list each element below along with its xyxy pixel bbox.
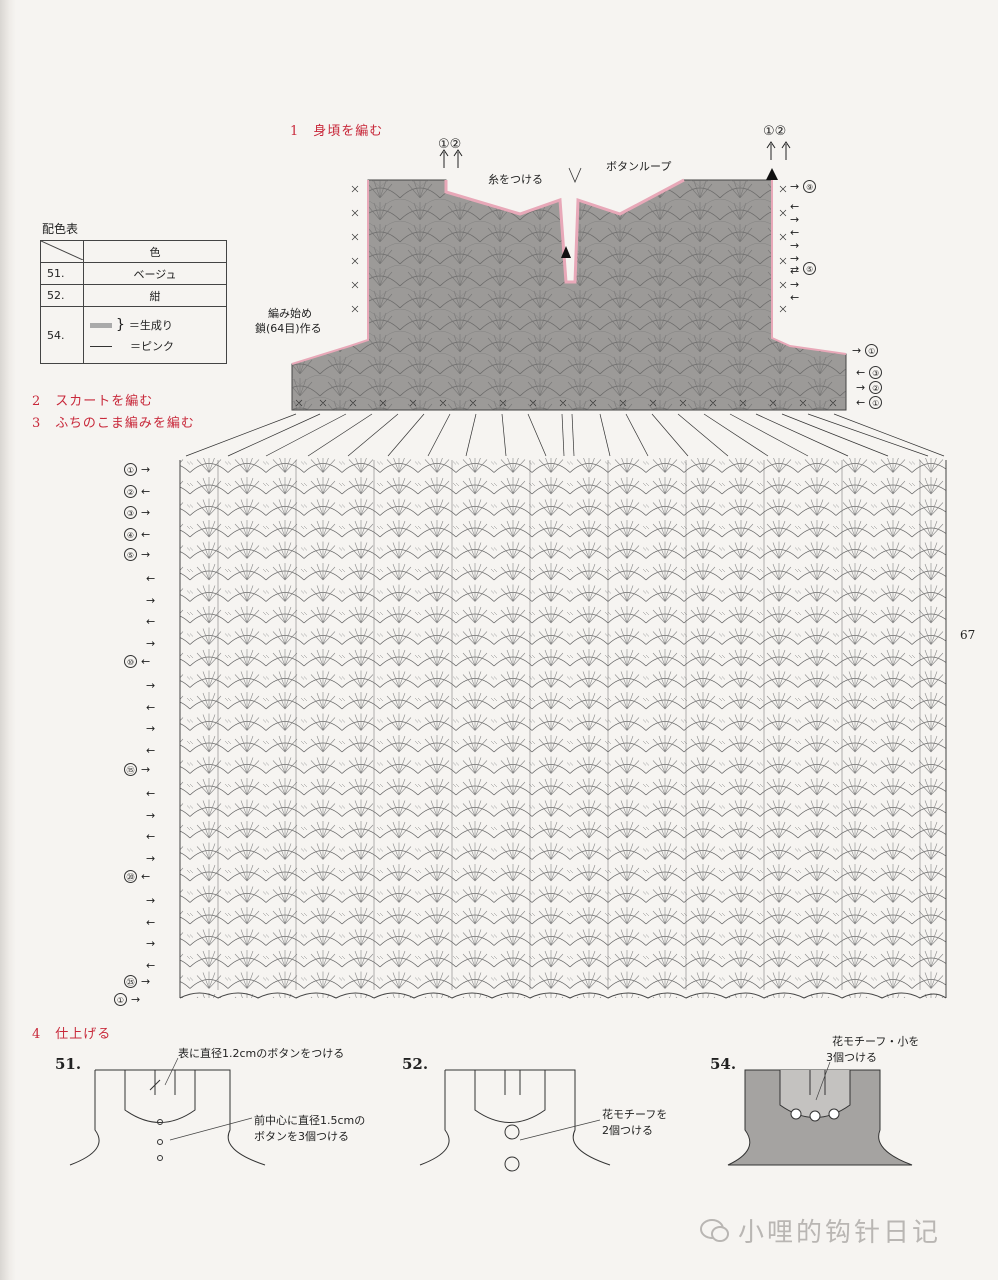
skirt-row-4: ④ ←	[124, 528, 150, 541]
variant-51-note2b: ボタンを3個つける	[254, 1130, 349, 1143]
legend-row-swatches: } ＝生成り ＝ピンク	[83, 306, 227, 364]
row-arrow-icon: →←→←	[146, 894, 156, 972]
up-arrows	[439, 141, 791, 168]
page-number: 67	[960, 628, 976, 642]
pink-edging	[444, 178, 685, 284]
skirt-shape	[180, 458, 946, 998]
variant-54-note1b: 3個つける	[826, 1051, 877, 1064]
watermark: 小哩的钩针日记	[700, 1212, 941, 1249]
skirt-hem-border	[179, 992, 947, 999]
finish-diagram-51	[69, 1069, 266, 1166]
color-legend-table: 色 51. ベージュ 52. 紺 54. } ＝生成り ＝ピンク	[40, 240, 227, 364]
row-arrow-icon: ←→←→→←→←	[790, 200, 800, 304]
start-label-line2: 鎖(64目)作る	[255, 322, 322, 335]
legend-row-id: 54.	[40, 306, 84, 364]
brace-icon: }	[116, 317, 125, 333]
skirt-row-3: ③ →	[124, 506, 150, 519]
join-arrows	[185, 413, 945, 457]
skirt-row-2: ② ←	[124, 485, 150, 498]
variant-51-note1: 表に直径1.2cmのボタンをつける	[178, 1047, 345, 1060]
bodice-row-3: ← ③	[856, 366, 883, 379]
skirt-row-1: ① →	[124, 463, 150, 476]
gray-swatch	[90, 322, 112, 328]
row-arrow-icon: →←→←	[146, 679, 156, 757]
bodice-row-1: → ①	[852, 344, 879, 357]
legend-corner-cell	[40, 240, 84, 263]
skirt-row-10: ⑩ ←	[124, 655, 150, 668]
variant-54-tag: 54.	[710, 1055, 737, 1073]
triangle-marker-icon	[561, 246, 571, 258]
triangle-outline-icon	[568, 167, 582, 184]
border-row-1: ① →	[114, 993, 140, 1006]
legend-swatch-label: ＝生成り	[128, 319, 173, 332]
variant-52-note1a: 花モチーフを	[602, 1108, 668, 1121]
skirt-row-5: ⑤ →	[124, 548, 150, 561]
start-label-line1: 編み始め	[268, 307, 312, 320]
bodice-row-5: → ⑤	[790, 262, 817, 275]
bodice-top-right-rows: ①②	[763, 124, 787, 139]
attach-yarn-label: 糸をつける	[488, 173, 543, 186]
skirt-row-25: ㉕ →	[124, 975, 150, 988]
variant-52-tag: 52.	[402, 1055, 429, 1073]
watermark-text: 小哩的钩针日记	[738, 1218, 942, 1248]
bodice-row-1b: ← ①	[856, 396, 883, 409]
row-arrow-icon: ←→←→	[146, 572, 156, 650]
edge-stitches	[295, 185, 837, 407]
heading-finish: 4 仕上げる	[32, 1027, 112, 1042]
variant-51-tag: 51.	[55, 1055, 82, 1073]
legend-row-value: ベージュ	[83, 262, 227, 285]
heading-bodice: 1 身頃を編む	[290, 124, 384, 139]
legend-swatch-label: ＝ピンク	[130, 340, 174, 353]
triangle-marker-icon	[766, 168, 778, 180]
black-line-swatch	[90, 345, 112, 347]
skirt-row-15: ⑮ →	[124, 763, 150, 776]
row-arrow-icon: ←→←→	[146, 787, 156, 865]
finish-diagram-52	[419, 1069, 611, 1172]
variant-51-note2a: 前中心に直径1.5cmの	[254, 1114, 366, 1127]
bodice-row-9: → ⑨	[790, 180, 817, 193]
variant-52-note1b: 2個つける	[602, 1124, 653, 1137]
page-spine	[0, 0, 16, 1280]
skirt-column-lines	[217, 460, 921, 990]
button-loop-label: ボタンループ	[606, 160, 672, 173]
legend-title: 配色表	[42, 222, 79, 236]
heading-border: 3 ふちのこま編みを編む	[32, 416, 195, 431]
skirt-row-20: ⑳ ←	[124, 870, 150, 883]
bodice-top-left-rows: ①②	[438, 137, 462, 152]
variant-54-note1a: 花モチーフ・小を	[832, 1035, 920, 1048]
chat-bubble-icon	[700, 1218, 729, 1242]
bodice-row-2: → ②	[856, 381, 883, 394]
heading-skirt: 2 スカートを編む	[32, 394, 154, 409]
